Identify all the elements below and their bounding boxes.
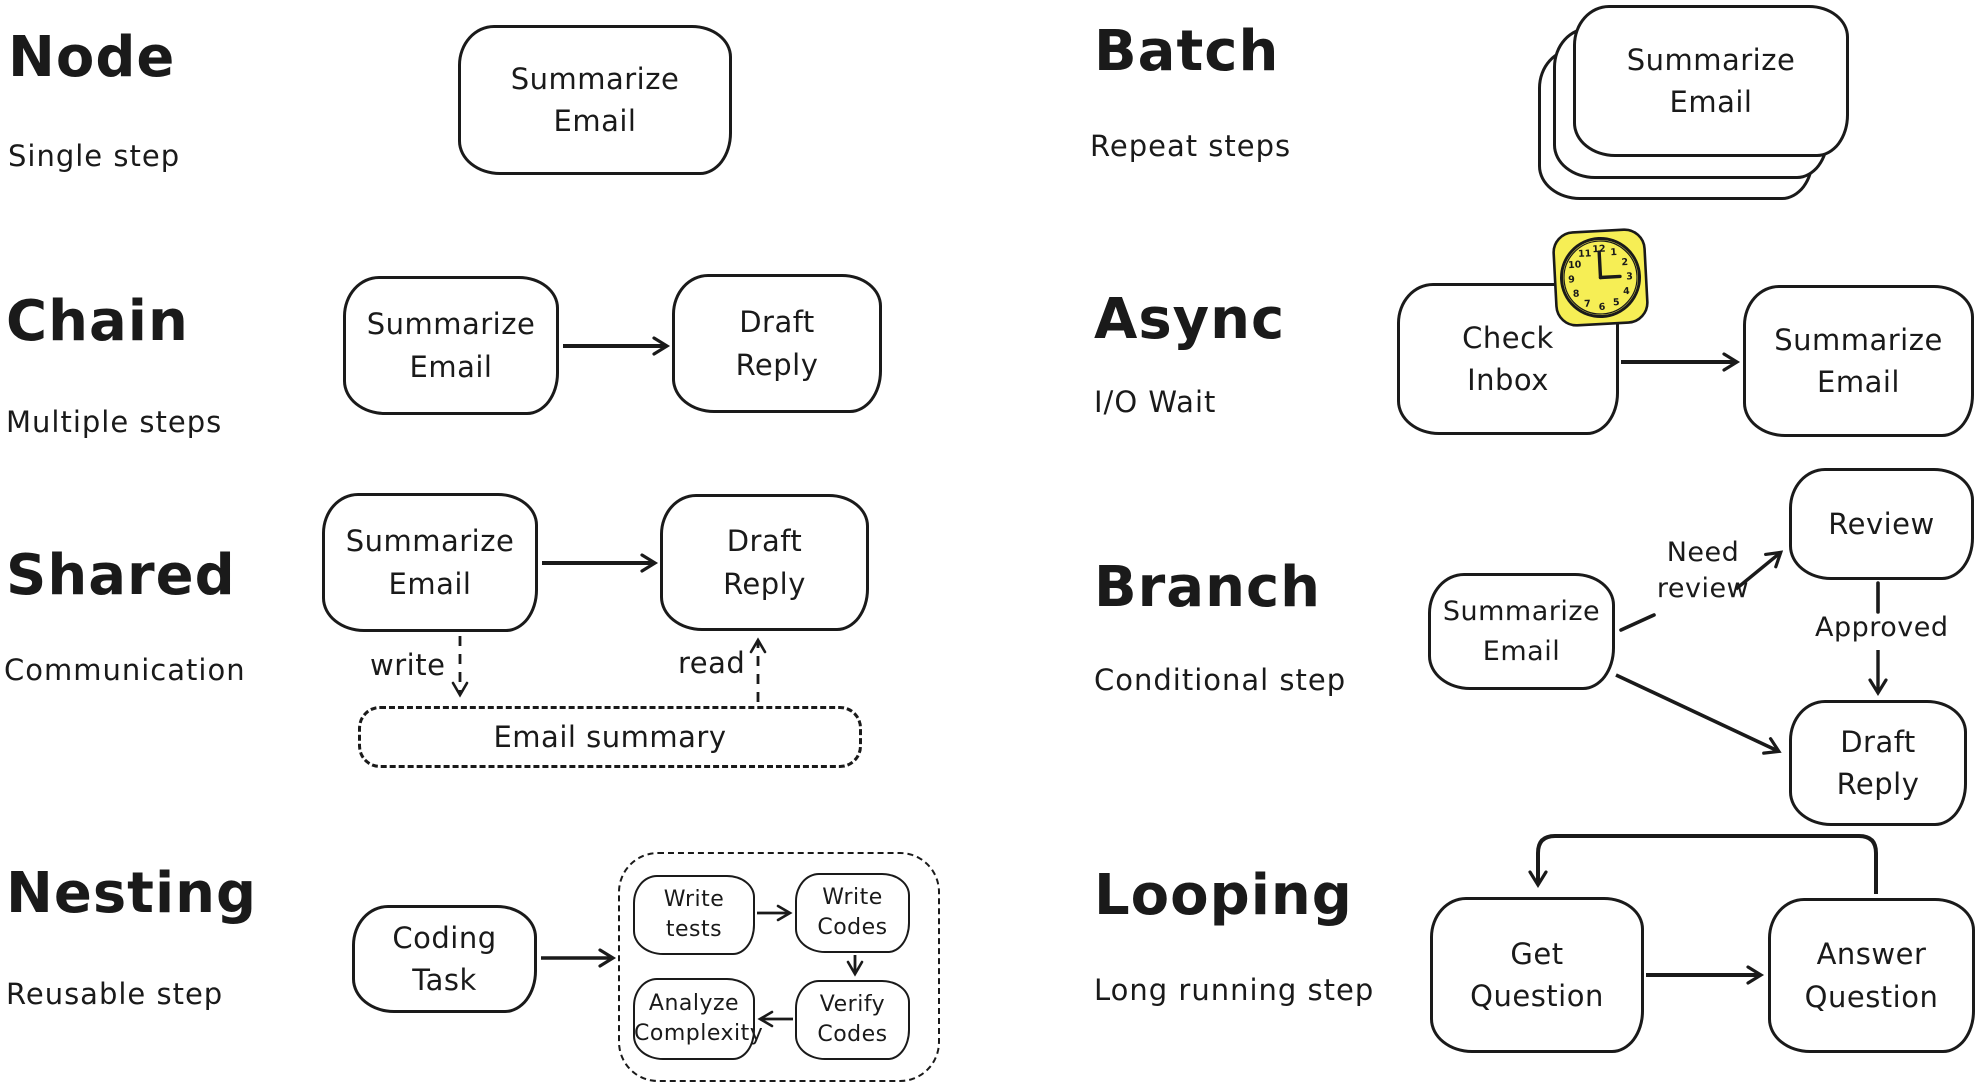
clock-minute-hand [1597,250,1603,280]
nesting-write-tests-box[interactable]: Write tests [633,875,755,955]
clock-number-3: 3 [1626,271,1633,282]
nesting-verify-codes-box[interactable]: Verify Codes [795,980,910,1060]
shared-section-subtitle: Communication [4,653,246,687]
nesting-section-title: Nesting [6,861,258,926]
chain-summarize-email-box[interactable]: Summarize Email [343,276,559,415]
branch-approved-label: Approved [1815,612,1949,643]
nesting-section-subtitle: Reusable step [6,977,224,1011]
chain-draft-reply-box[interactable]: Draft Reply [672,274,882,413]
branch-need-review-arrow-tail [1619,613,1656,632]
looping-back-arrow [1528,834,1878,894]
async-check-inbox-box[interactable]: Check Inbox [1397,283,1619,435]
async-summarize-email-box[interactable]: Summarize Email [1743,285,1974,437]
batch-section-title: Batch [1094,19,1280,84]
async-section-title: Async [1094,287,1286,352]
clock-number-1: 1 [1610,247,1617,258]
clock-number-10: 10 [1568,259,1582,271]
looping-answer-question-box[interactable]: Answer Question [1768,898,1975,1053]
clock-hour-hand [1598,274,1622,280]
clock-number-7: 7 [1584,299,1591,310]
branch-section-subtitle: Conditional step [1094,663,1347,697]
async-section-subtitle: I/O Wait [1094,385,1217,419]
looping-get-question-box[interactable]: Get Question [1430,897,1644,1053]
branch-need-review-label: Need review [1656,537,1750,605]
shared-email-summary-store[interactable]: Email summary [358,706,862,768]
batch-section-subtitle: Repeat steps [1090,129,1292,163]
clock-number-11: 11 [1578,248,1592,260]
node-summarize-email-box[interactable]: Summarize Email [458,25,732,175]
nesting-analyze-complexity-box[interactable]: Analyze Complexity [633,978,763,1060]
node-section-subtitle: Single step [8,139,181,173]
chain-section-title: Chain [6,289,189,354]
clock-number-5: 5 [1613,297,1620,308]
looping-section-subtitle: Long running step [1094,973,1375,1007]
shared-write-label: write [370,648,446,682]
clock-number-8: 8 [1573,289,1581,300]
clock-number-12: 12 [1592,244,1606,256]
branch-summarize-email-box[interactable]: Summarize Email [1428,573,1615,690]
clock-number-6: 6 [1598,302,1606,313]
clock-number-4: 4 [1623,286,1631,297]
node-section-title: Node [8,25,176,90]
nesting-write-codes-box[interactable]: Write Codes [795,873,910,953]
branch-direct-arrow [1615,673,1782,755]
shared-section-title: Shared [6,543,236,608]
batch-summarize-email-box[interactable]: Summarize Email [1573,5,1849,157]
branch-draft-reply-box[interactable]: Draft Reply [1789,700,1967,826]
looping-section-title: Looping [1094,863,1353,928]
branch-review-box[interactable]: Review [1789,468,1974,580]
chain-section-subtitle: Multiple steps [6,405,223,439]
branch-section-title: Branch [1094,555,1322,620]
nesting-coding-task-box[interactable]: Coding Task [352,905,537,1013]
clock-number-2: 2 [1621,257,1628,268]
shared-draft-reply-box[interactable]: Draft Reply [660,494,869,631]
shared-read-label: read [678,646,746,680]
clock-number-9: 9 [1568,274,1575,285]
shared-summarize-email-box[interactable]: Summarize Email [322,493,538,632]
